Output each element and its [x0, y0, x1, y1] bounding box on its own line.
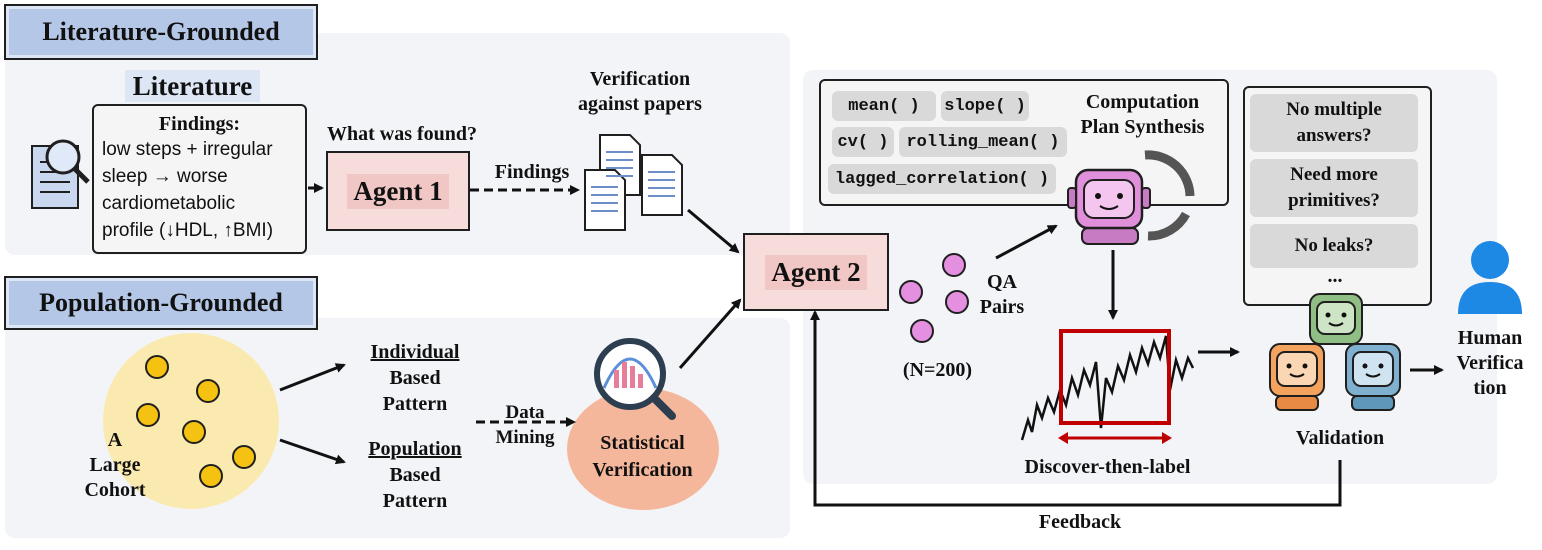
statistical-label: Statistical Verification: [570, 430, 715, 484]
verification-label: Verification against papers: [555, 67, 725, 117]
findings-line: low steps + irregular: [102, 139, 273, 160]
agent-1-box: Agent 1: [326, 151, 470, 231]
search-document-icon: [31, 139, 90, 209]
verification-line: Verification: [589, 68, 691, 90]
primitive-rolling-mean: rolling_mean( ): [899, 127, 1067, 157]
time-series-icon: [1020, 335, 1195, 441]
mining-line: Data: [505, 402, 545, 423]
arrow-papers-to-agent2: [687, 208, 740, 254]
population-line: Based: [389, 464, 441, 486]
sample-count-label: (N=200): [902, 359, 973, 381]
findings-box: Findings: low steps + irregular sleep → …: [92, 104, 307, 254]
primitive-mean: mean( ): [832, 91, 936, 121]
literature-heading: Literature: [125, 70, 260, 102]
qa-dots: [899, 253, 969, 343]
primitive-lagged-correlation: lagged_correlation( ): [828, 164, 1056, 194]
cohort-line: Large: [89, 454, 141, 476]
statistical-circle: [567, 388, 719, 510]
cohort-label: A Large Cohort: [70, 428, 160, 503]
cohort-dots: [136, 355, 256, 488]
human-line: tion: [1473, 377, 1507, 399]
findings-line: sleep → worse: [102, 166, 228, 187]
synthesis-label: Computation Plan Synthesis: [1065, 90, 1220, 140]
findings-arrow-label: Findings: [494, 161, 570, 183]
verification-line: against papers: [578, 93, 702, 115]
population-line: Pattern: [382, 490, 448, 512]
qa-line: Pairs: [979, 296, 1025, 318]
validator-robot-blue: [1345, 343, 1401, 411]
findings-line: cardiometabolic: [102, 193, 236, 214]
check-line: No multiple: [1286, 99, 1382, 120]
checks-ellipsis: ...: [1327, 265, 1343, 287]
magnifier-chart-icon: [594, 338, 676, 420]
feedback-label: Feedback: [1038, 511, 1122, 533]
check-line: answers?: [1296, 125, 1372, 146]
mining-line: Mining: [495, 427, 555, 448]
qa-pairs-label: QA Pairs: [972, 270, 1032, 320]
validation-label: Validation: [1295, 427, 1385, 449]
question-label: What was found?: [326, 123, 478, 145]
check-line: primitives?: [1288, 190, 1380, 211]
arrow-stat-to-agent2: [678, 298, 742, 369]
findings-line: profile (↓HDL, ↑BMI): [102, 220, 274, 241]
population-pattern-label: Population Based Pattern: [355, 436, 475, 514]
population-line: Population: [368, 438, 462, 460]
individual-line: Pattern: [382, 393, 448, 415]
statistical-line: Statistical: [600, 432, 685, 454]
cohort-line: Cohort: [84, 479, 146, 501]
cohort-line: A: [107, 429, 123, 451]
individual-pattern-label: Individual Based Pattern: [355, 339, 475, 417]
arrow-cohort-to-individual: [279, 363, 346, 392]
individual-line: Individual: [370, 341, 460, 363]
population-grounded-tag: Population-Grounded: [4, 276, 318, 330]
check-line: No leaks?: [1294, 235, 1374, 256]
individual-line: Based: [389, 367, 441, 389]
check-multiple-answers: No multiple answers?: [1250, 94, 1418, 152]
literature-grounded-tag: Literature-Grounded: [4, 4, 318, 60]
agent-2-label: Agent 2: [765, 254, 867, 290]
feedback-arrow: [810, 310, 1342, 507]
synthesis-line: Plan Synthesis: [1080, 116, 1205, 138]
qa-line: QA: [987, 271, 1017, 293]
primitive-slope: slope( ): [941, 91, 1029, 121]
synthesis-line: Computation: [1085, 91, 1200, 113]
arrow-qa-to-robot: [995, 224, 1058, 260]
discover-window: [1059, 329, 1171, 425]
validator-robot-orange: [1269, 343, 1325, 411]
human-line: Verifica: [1456, 352, 1524, 374]
discover-label: Discover-then-label: [1024, 456, 1191, 478]
statistical-line: Verification: [592, 459, 693, 481]
validator-robot-green: [1309, 293, 1363, 345]
agent-2-box: Agent 2: [743, 233, 889, 311]
robot-icon: [1067, 168, 1151, 245]
agent-1-label: Agent 1: [347, 173, 449, 209]
cycle-arrows-icon: [1144, 150, 1195, 241]
data-mining-label: Data Mining: [480, 400, 570, 450]
findings-title: Findings:: [158, 113, 241, 135]
check-line: Need more: [1290, 164, 1378, 185]
human-line: Human: [1457, 327, 1523, 349]
primitive-cv: cv( ): [832, 127, 894, 157]
human-verification-label: Human Verifica tion: [1440, 326, 1540, 401]
check-more-primitives: Need more primitives?: [1250, 159, 1418, 217]
check-no-leaks: No leaks?: [1250, 224, 1418, 268]
arrow-cohort-to-population: [279, 438, 346, 465]
papers-icon: [584, 134, 683, 231]
human-icon: [1458, 241, 1522, 314]
